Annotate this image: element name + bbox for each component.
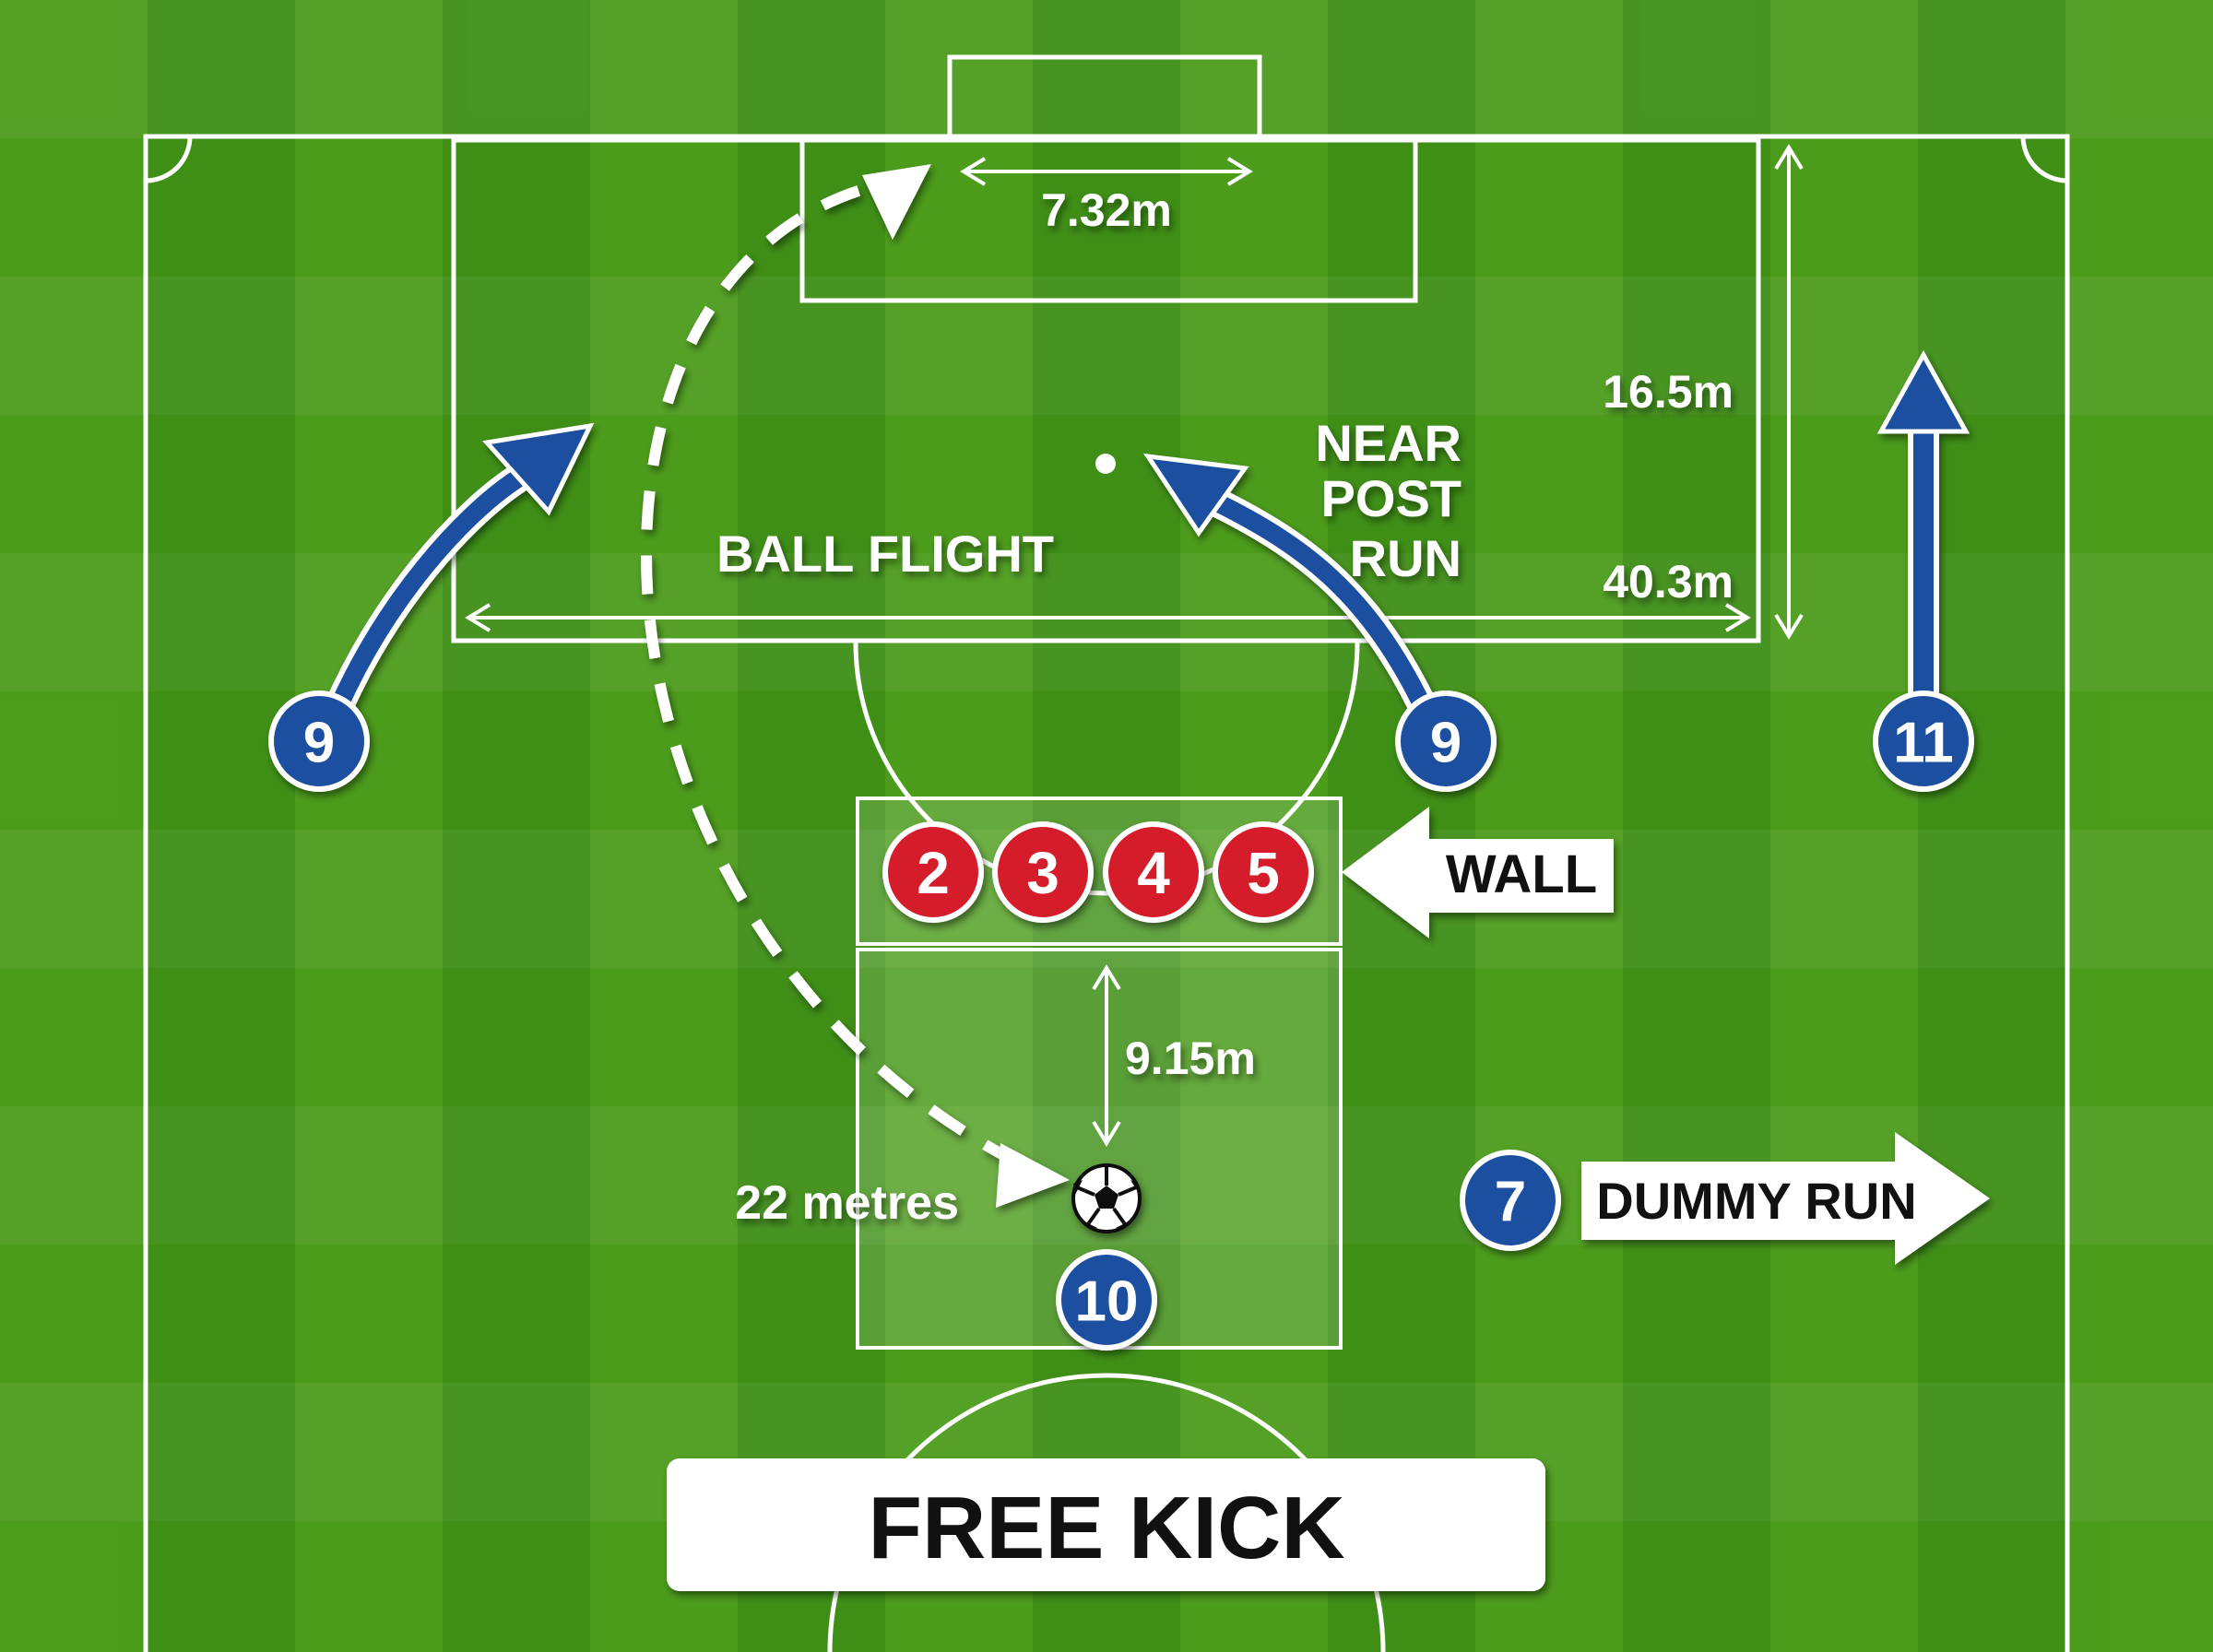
ball-flight-arrowhead-top [862,164,931,240]
wall-player-5: 5 [1213,821,1314,923]
corner-arc-left [145,136,193,183]
page-title: FREE KICK [868,1479,1344,1577]
wall-player-5-number: 5 [1247,840,1280,906]
ball-flight-label: BALL FLIGHT [716,525,1054,583]
attacker-11-number: 11 [1893,711,1954,774]
dummy-run-label: DUMMY RUN [1596,1172,1916,1230]
penalty-arc [853,642,1360,896]
near-post-label-line2: POST [1321,469,1462,527]
attacker-9-left-number: 9 [303,711,335,774]
attacker-9-right: 9 [1395,690,1497,792]
attacker-9-left: 9 [268,690,370,792]
attacker-7-number: 7 [1495,1170,1526,1233]
wall-callout [1342,807,1614,938]
attacker-10-number: 10 [1075,1269,1139,1333]
attackers-layer: 9 9 11 7 10 [268,690,1974,1351]
box-depth-label: 16.5m [1603,366,1734,418]
attacker-10: 10 [1056,1249,1157,1351]
corner-arc-right [2020,136,2068,183]
dummy-run-callout [1581,1132,1990,1265]
ball-flight-arrowhead-bottom [996,1143,1070,1208]
soccer-ball-icon [1071,1163,1142,1233]
wall-player-3: 3 [992,821,1094,923]
ball-flight-path [641,174,1022,1169]
attacker-7: 7 [1460,1150,1561,1251]
wall-player-2: 2 [882,821,984,923]
pitch-markings [143,54,2070,1652]
penalty-spot [1095,454,1116,474]
title-banner [667,1458,1545,1591]
attacker-11: 11 [1873,690,1974,792]
wall-label: WALL [1446,844,1597,904]
run-arrowhead-11 [1876,349,1970,434]
attacker-9-right-number: 9 [1430,711,1462,774]
run-arrows [325,349,1970,720]
box-width-label: 40.3m [1603,556,1734,608]
goal-width-label: 7.32m [1041,184,1172,236]
wall-player-3-number: 3 [1026,840,1059,906]
wall-distance-label: 9.15m [1125,1032,1256,1084]
near-post-label-line3: RUN [1350,529,1462,587]
wall-player-2-number: 2 [917,840,950,906]
wall-player-4-number: 4 [1137,840,1170,906]
run-arrowhead-left-9 [482,422,595,516]
measurement-lines [465,144,1804,1147]
wall-player-4: 4 [1103,821,1204,923]
goal [947,54,1262,141]
near-post-label-line1: NEAR [1315,414,1462,472]
kick-distance-label: 22 metres [735,1176,959,1230]
wall-players-layer: 2 3 4 5 [882,821,1314,923]
run-arrowhead-near-post [1142,453,1249,537]
